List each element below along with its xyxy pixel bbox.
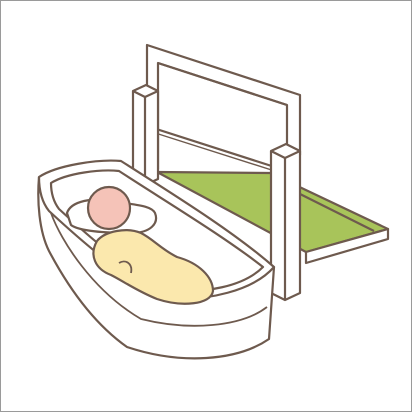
- baby-head: [88, 187, 130, 229]
- support-rail: [149, 127, 281, 173]
- right-post: [271, 144, 300, 300]
